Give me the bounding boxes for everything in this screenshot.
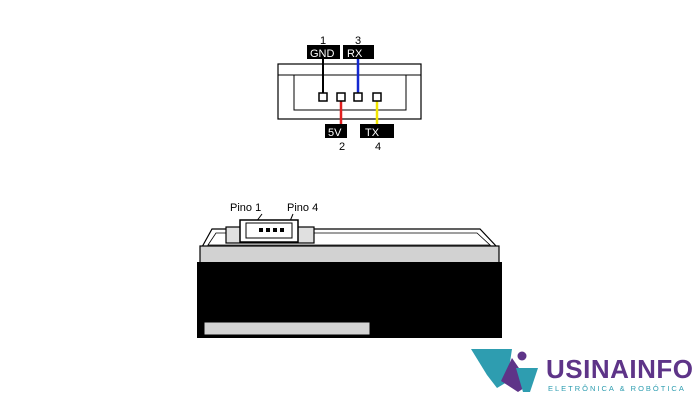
logo-mark-teal xyxy=(471,349,512,388)
rx-label-box xyxy=(343,45,374,59)
rx-label: RX xyxy=(347,48,363,60)
module-top-plate-inner xyxy=(207,232,492,246)
module-pin-2 xyxy=(266,228,270,232)
tx-label-box xyxy=(360,124,394,138)
logo-brand: USINAINFO xyxy=(546,354,694,384)
pin-2-number: 2 xyxy=(339,141,345,153)
5v-label: 5V xyxy=(328,127,342,139)
pin-1-square xyxy=(318,92,328,102)
pin-4-square xyxy=(372,92,382,102)
gnd-label-box xyxy=(307,45,340,59)
pin-1-caption: Pino 1 xyxy=(230,202,261,214)
usinainfo-logo: USINAINFO ELETRÔNICA & ROBÓTICA xyxy=(471,349,694,393)
gnd-label: GND xyxy=(310,48,335,60)
module-pin-3 xyxy=(273,228,277,232)
connector-inner-outline xyxy=(293,74,407,111)
module-connector-inner xyxy=(245,222,293,239)
5v-label-box xyxy=(325,124,347,138)
pin-3-square xyxy=(353,92,363,102)
pin-3-number: 3 xyxy=(355,35,361,47)
module-bottom-strip xyxy=(203,321,371,336)
logo-mark-teal-tail xyxy=(516,368,538,392)
module-pin-1 xyxy=(259,228,263,232)
sensor-module-side-view: Pino 1 Pino 4 xyxy=(197,202,502,338)
module-pin-4 xyxy=(280,228,284,232)
tx-label: TX xyxy=(365,127,380,139)
pin-4-number: 4 xyxy=(375,141,381,153)
pin-4-caption: Pino 4 xyxy=(287,202,318,214)
logo-mark-dot xyxy=(517,351,527,361)
logo-tagline: ELETRÔNICA & ROBÓTICA xyxy=(548,384,686,393)
connector-housing xyxy=(277,63,422,120)
pin-2-square xyxy=(336,92,346,102)
pin-1-number: 1 xyxy=(320,35,326,47)
module-upper-band xyxy=(199,245,500,264)
connector-top-view: GND RX 5V TX 1 3 2 4 xyxy=(277,35,422,153)
